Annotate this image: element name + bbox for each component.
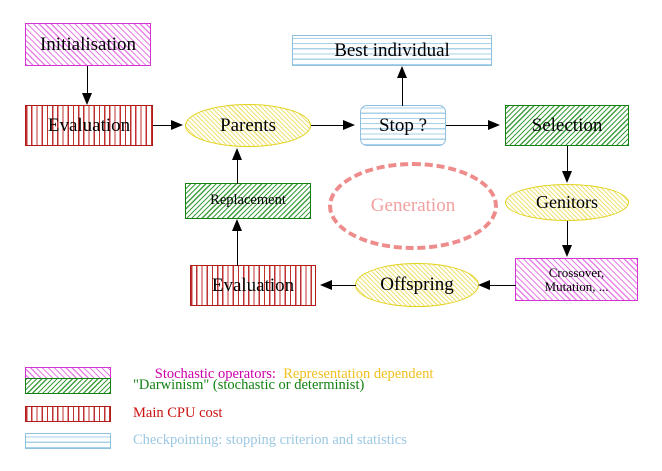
node-genitors-label: Genitors: [536, 192, 598, 213]
node-generation-label: Generation: [370, 195, 456, 216]
edge-replacement-to-parents-arrowhead: [231, 148, 242, 160]
edge-initialisation-to-evaluation: [87, 66, 89, 94]
legend-label-darwinism: "Darwinism" (stochastic or determinist): [133, 377, 365, 393]
node-best-individual[interactable]: Best individual: [292, 35, 492, 66]
legend-label-stochastic-operators-primary: Stochastic operators:: [154, 366, 276, 382]
edge-evaluation-to-replacement: [237, 231, 239, 266]
edge-selection-to-genitors-arrowhead: [561, 171, 572, 183]
node-evaluation-top-label: Evaluation: [47, 114, 131, 136]
node-offspring-label: Offspring: [380, 274, 454, 296]
node-parents[interactable]: Parents: [185, 104, 311, 147]
legend-swatch-main-cpu-cost: [25, 405, 111, 422]
node-selection[interactable]: Selection: [505, 105, 629, 146]
node-parents-label: Parents: [220, 114, 276, 136]
node-evaluation-top[interactable]: Evaluation: [25, 105, 153, 146]
node-initialisation-label: Initialisation: [39, 33, 137, 55]
node-generation-loop: Generation: [328, 162, 498, 250]
node-offspring[interactable]: Offspring: [355, 263, 479, 307]
node-crossover-mutation-label: Crossover, Mutation, ...: [544, 264, 609, 294]
node-crossover-mutation[interactable]: Crossover, Mutation, ...: [515, 258, 638, 301]
legend-label-checkpointing: Checkpointing: stopping criterion and st…: [133, 432, 407, 448]
node-evaluation-bottom[interactable]: Evaluation: [190, 265, 316, 306]
node-selection-label: Selection: [531, 114, 603, 136]
node-genitors[interactable]: Genitors: [505, 184, 629, 221]
edge-offspring-to-evaluation-arrowhead: [320, 279, 332, 290]
edge-stop-to-best-individual-arrowhead: [396, 66, 407, 78]
legend-label-representation-dependent: Representation dependent: [283, 366, 434, 382]
edge-crossover-to-offspring-arrowhead: [478, 279, 490, 290]
legend-swatch-darwinism: [25, 377, 111, 394]
node-evaluation-bottom-label: Evaluation: [211, 274, 295, 296]
node-replacement-label: Replacement: [210, 192, 286, 209]
node-stop[interactable]: Stop ?: [360, 105, 446, 146]
edge-genitors-to-crossover-arrowhead: [561, 245, 572, 257]
edge-genitors-to-crossover: [567, 221, 569, 245]
legend-row-darwinism: "Darwinism" (stochastic or determinist): [25, 377, 364, 394]
legend-label-main-cpu-cost: Main CPU cost: [133, 405, 223, 421]
edge-evaluation-to-parents-arrowhead: [171, 119, 183, 130]
edge-parents-to-stop: [311, 125, 344, 127]
node-replacement[interactable]: Replacement: [185, 183, 311, 219]
node-initialisation[interactable]: Initialisation: [25, 23, 151, 66]
edge-evaluation-to-parents: [153, 125, 173, 127]
edge-initialisation-to-evaluation-arrowhead: [81, 93, 92, 105]
edge-replacement-to-parents: [237, 160, 239, 184]
legend-row-checkpointing: Checkpointing: stopping criterion and st…: [25, 432, 407, 449]
node-stop-label: Stop ?: [378, 114, 428, 136]
legend-label-stochastic-operators: Stochastic operators: Representation dep…: [133, 349, 434, 400]
legend-swatch-checkpointing: [25, 432, 111, 449]
edge-offspring-to-evaluation: [332, 285, 356, 287]
edge-stop-to-selection: [446, 125, 489, 127]
node-best-individual-label: Best individual: [334, 39, 450, 61]
legend-row-main-cpu-cost: Main CPU cost: [25, 405, 222, 422]
edge-parents-to-stop-arrowhead: [343, 119, 355, 130]
edge-selection-to-genitors: [567, 146, 569, 172]
edge-crossover-to-offspring: [490, 285, 516, 287]
edge-evaluation-to-replacement-arrowhead: [231, 219, 242, 231]
edge-stop-to-best-individual: [402, 78, 404, 106]
edge-stop-to-selection-arrowhead: [488, 119, 500, 130]
